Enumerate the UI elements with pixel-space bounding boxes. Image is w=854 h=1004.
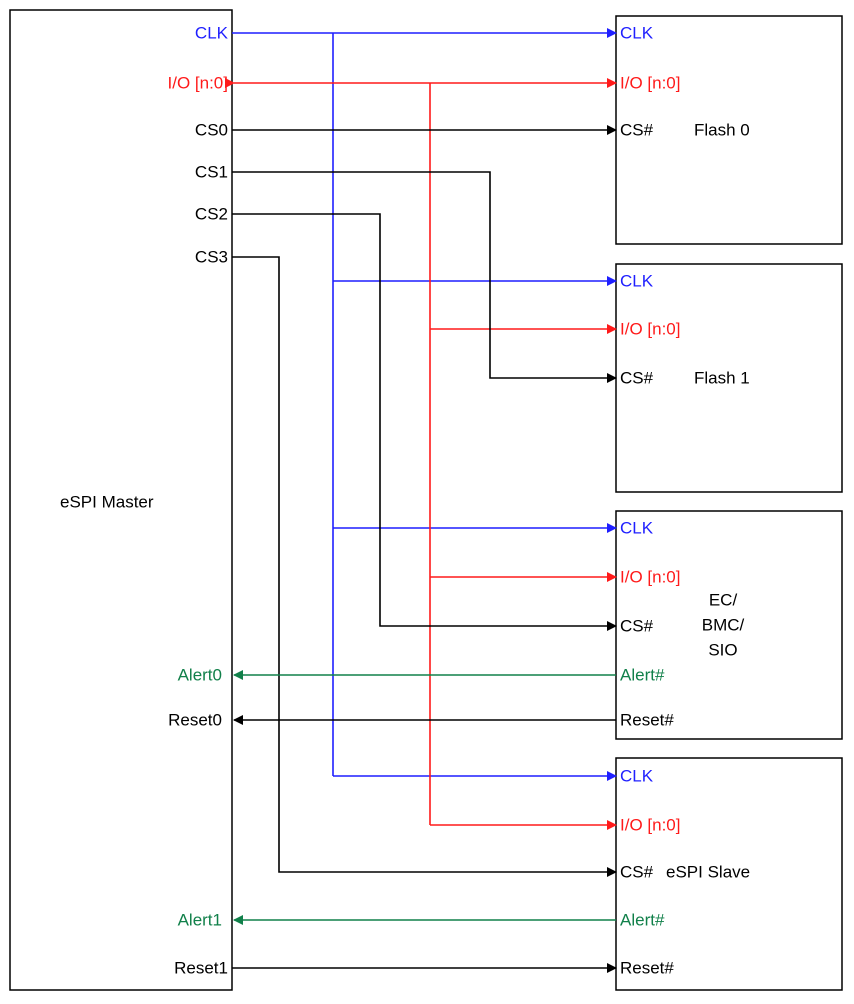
- flash1-cs-label: CS#: [620, 368, 654, 387]
- flash1-title: Flash 1: [694, 368, 750, 387]
- ec-title-line-1: EC/: [709, 590, 738, 609]
- master-alert1-label: Alert1: [178, 910, 222, 929]
- flash0-box: [615, 15, 843, 245]
- master-clk-label: CLK: [195, 23, 229, 42]
- ec-io-label: I/O [n:0]: [620, 567, 680, 586]
- ec-title-line-2: BMC/: [702, 615, 745, 634]
- master-io-label: I/O [n:0]: [168, 73, 228, 92]
- flash1-clk-label: CLK: [620, 271, 654, 290]
- flash0-title: Flash 0: [694, 120, 750, 139]
- slave-reset-label: Reset#: [620, 958, 674, 977]
- cs2-wire: [232, 213, 617, 631]
- io-bus: [225, 78, 617, 830]
- cs1-wire: [232, 171, 617, 383]
- espi-master-box: [9, 9, 233, 991]
- flash0-io-label: I/O [n:0]: [620, 73, 680, 92]
- flash1-box: [615, 263, 843, 493]
- slave-alert-label: Alert#: [620, 910, 665, 929]
- flash1-io-label: I/O [n:0]: [620, 319, 680, 338]
- ec-alert-label: Alert#: [620, 665, 665, 684]
- flash0-clk-label: CLK: [620, 23, 654, 42]
- master-title: eSPI Master: [60, 492, 154, 511]
- flash0-cs-label: CS#: [620, 120, 654, 139]
- master-cs2-label: CS2: [195, 204, 228, 223]
- ec-title-line-3: SIO: [708, 640, 737, 659]
- master-cs3-label: CS3: [195, 247, 228, 266]
- master-cs1-label: CS1: [195, 162, 228, 181]
- slave-title: eSPI Slave: [666, 862, 750, 881]
- slave-cs-label: CS#: [620, 862, 654, 881]
- ec-clk-label: CLK: [620, 518, 654, 537]
- master-alert0-label: Alert0: [178, 665, 222, 684]
- ec-box: [615, 510, 843, 740]
- clk-bus: [232, 28, 617, 781]
- slave-io-label: I/O [n:0]: [620, 815, 680, 834]
- ec-reset-label: Reset#: [620, 710, 674, 729]
- espi-slave-box: [615, 757, 843, 991]
- master-reset0-label: Reset0: [168, 710, 222, 729]
- slave-clk-label: CLK: [620, 766, 654, 785]
- master-cs0-label: CS0: [195, 120, 228, 139]
- cs3-wire: [232, 256, 617, 877]
- master-reset1-label: Reset1: [174, 958, 228, 977]
- ec-cs-label: CS#: [620, 616, 654, 635]
